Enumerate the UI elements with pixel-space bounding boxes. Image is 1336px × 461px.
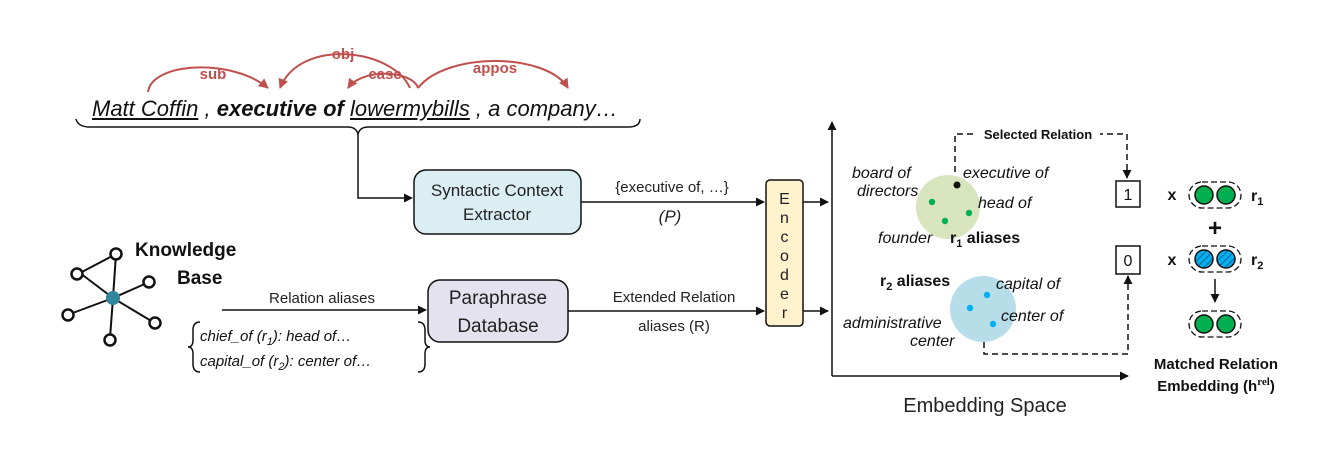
r2-embedding-dot: [1194, 249, 1214, 269]
knowledge-base-graph: [61, 247, 162, 347]
matched-embedding-frame: [1188, 310, 1242, 338]
sentence-sep: ,: [198, 96, 217, 121]
alias-administrative-center-line1: administrative: [843, 315, 942, 332]
dep-label-sub: sub: [200, 66, 227, 83]
alias-board-of-directors-line2: directors: [857, 183, 918, 200]
alias-board-of-directors-line1: board of: [852, 165, 912, 182]
embedding-point-r1: [941, 217, 949, 225]
kb-node: [70, 267, 84, 281]
r1-embedding-frame: [1188, 181, 1242, 209]
selected-relation-label: Selected Relation: [984, 127, 1092, 142]
r1-embedding-dot: [1194, 185, 1214, 205]
score-box-r2: [1115, 245, 1141, 275]
r1-embedding-label: r1: [1251, 188, 1263, 208]
cluster-r1: [916, 175, 980, 239]
kb-node: [109, 247, 123, 261]
embedding-point-r2: [989, 320, 997, 328]
dependency-arcs: sub obj case appos: [147, 46, 569, 93]
r2-embedding-dot: [1216, 249, 1236, 269]
alias-center-of: center of: [1001, 308, 1065, 325]
r2-aliases-label: r2 aliases: [880, 273, 950, 293]
embedding-space-label: Embedding Space: [903, 395, 1066, 417]
alias-administrative-center-line2: center: [910, 333, 955, 350]
matched-embedding-dot: [1194, 314, 1214, 334]
paraphrase-label-line1: Paraphrase: [449, 288, 547, 309]
score-r2-value: 0: [1124, 253, 1133, 270]
encoder-letter: r: [782, 305, 788, 322]
embedding-point-r2: [966, 304, 974, 312]
extended-relation-label-line1: Extended Relation: [613, 289, 736, 306]
encoder-letter: e: [780, 286, 789, 303]
arc-case: [347, 72, 419, 89]
syntactic-context-extractor-box: [413, 169, 582, 235]
embedding-point-r1: [928, 198, 936, 206]
entity-tail-mention: lowermybills: [350, 96, 470, 121]
alias-founder: founder: [878, 230, 933, 247]
r2-embedding-label: r2: [1251, 252, 1263, 272]
kb-node: [103, 333, 117, 347]
r1-embedding-dot: [1216, 185, 1236, 205]
encoder-box: [765, 179, 804, 327]
sentence-rest: , a company…: [469, 96, 618, 121]
cluster-r2: [950, 276, 1016, 342]
alias-line-capital-of: capital_of (r2): center of…: [200, 353, 371, 373]
dep-label-obj: obj: [332, 46, 355, 63]
kb-node: [148, 316, 162, 330]
selected-relation-label-bg: [976, 125, 1100, 143]
kb-node: [61, 308, 75, 322]
embedding-point-selected: [953, 181, 961, 189]
extractor-label-line1: Syntactic Context: [431, 181, 564, 200]
r1-aliases-label: r1 aliases: [950, 230, 1020, 250]
encoder-letter: d: [780, 267, 789, 284]
paraphrase-label-line2: Database: [457, 316, 538, 337]
dep-label-case: case: [368, 66, 401, 83]
matched-relation-label-line2: Embedding (hrel): [1157, 376, 1275, 395]
embedding-point-r2: [983, 291, 991, 299]
relation-aliases-label: Relation aliases: [269, 290, 375, 307]
alias-right-brace: [417, 321, 431, 373]
extractor-label-line2: Extractor: [463, 205, 531, 224]
alias-left-brace: [187, 321, 201, 373]
arc-sub: [147, 66, 269, 93]
alias-executive-of: executive of: [963, 165, 1050, 182]
input-sentence: Matt Coffin , executive of lowermybills …: [92, 96, 618, 122]
relation-phrase: executive of: [216, 96, 344, 121]
multiply-sign-r1: x: [1168, 187, 1177, 204]
score-box-r1: [1115, 180, 1141, 208]
extracted-context-label: {executive of, …}: [615, 179, 728, 196]
entity-head-mention: Matt Coffin: [92, 96, 199, 121]
kb-center-node: [106, 291, 120, 305]
extended-relation-label-line2: aliases (R): [638, 318, 710, 335]
plus-sign: +: [1208, 215, 1222, 242]
knowledge-base-label-line1: Knowledge: [135, 240, 236, 261]
r2-embedding-frame: [1188, 245, 1242, 273]
encoder-letter: E: [779, 191, 790, 208]
alias-capital-of: capital of: [996, 276, 1062, 293]
cluster2-dashed-path: [983, 275, 1133, 355]
dep-label-appos: appos: [473, 60, 517, 77]
matched-embedding-dot: [1216, 314, 1236, 334]
encoder-letter: o: [780, 248, 789, 265]
P-label: (P): [659, 207, 682, 226]
encoder-letter: n: [780, 210, 789, 227]
embedding-point-r1: [965, 209, 973, 217]
kb-node: [142, 275, 156, 289]
score-r1-value: 1: [1124, 187, 1133, 204]
sentence-to-extractor-arrow: [357, 134, 413, 203]
knowledge-base-label-line2: Base: [177, 268, 222, 289]
arc-appos: [417, 60, 569, 89]
alias-line-chief-of: chief_of (r1): head of…: [200, 328, 351, 348]
alias-head-of: head of: [978, 195, 1033, 212]
multiply-sign-r2: x: [1168, 252, 1177, 269]
encoder-letter: c: [781, 229, 789, 246]
matched-relation-label-line1: Matched Relation: [1154, 356, 1278, 373]
